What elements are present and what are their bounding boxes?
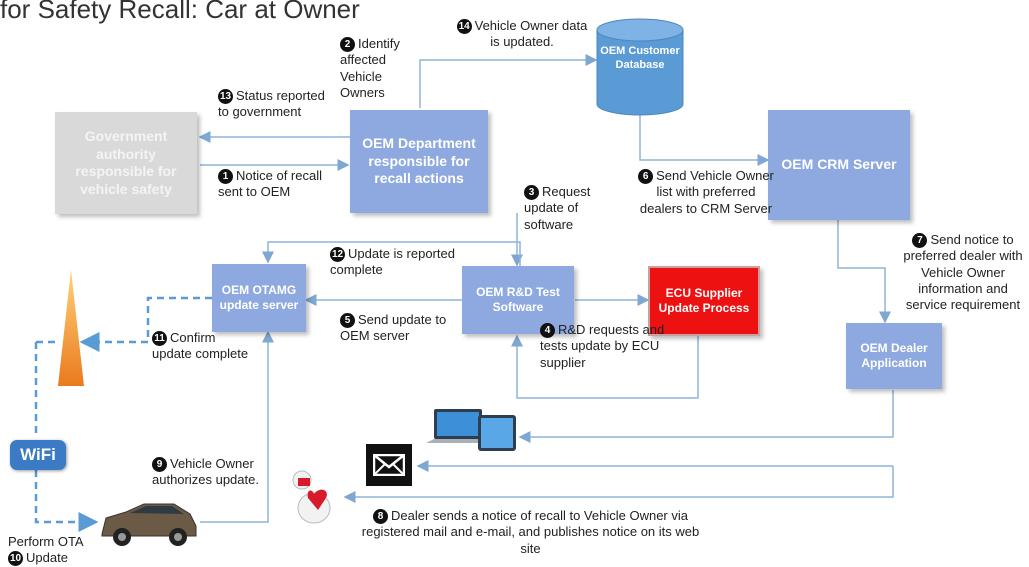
- otamg-box: OEM OTAMG update server: [212, 264, 306, 332]
- laptop-tablet-icon: [420, 405, 520, 455]
- arrow-4: [511, 332, 699, 399]
- step-9-text: Vehicle Owner authorizes update.: [152, 456, 259, 488]
- step-10-text: Update: [26, 550, 68, 566]
- step-2-badge: 2: [340, 37, 355, 53]
- step-12-badge: 12: [330, 247, 345, 263]
- step-4-text: R&D requests and tests update by ECU sup…: [540, 322, 665, 370]
- arrow-2: [419, 54, 598, 108]
- step-11-badge: 11: [152, 331, 167, 347]
- wifi-icon: WiFi: [10, 440, 66, 470]
- perform-ota-text: Perform OTA: [8, 534, 84, 549]
- page-title: for Safety Recall: Car at Owner: [0, 0, 360, 24]
- step-11-text: Confirm update complete: [152, 330, 249, 362]
- arrow-9: [200, 330, 274, 523]
- arrow-10: [34, 470, 99, 532]
- step-5-text: Send update to OEM server: [340, 312, 447, 344]
- step-6-badge: 6: [638, 169, 654, 185]
- step-6-text: Send Vehicle Owner list with preferred d…: [639, 168, 774, 216]
- mail-figure-icon: [290, 468, 342, 526]
- step-9-badge: 9: [152, 457, 167, 473]
- step-1-text: Notice of recall sent to OEM: [218, 168, 322, 200]
- oem-department-box: OEM Department responsible for recall ac…: [350, 110, 488, 213]
- step-3-text: Request update of software: [524, 184, 591, 232]
- step-3-badge: 3: [524, 185, 539, 201]
- arrow-to-devices: [518, 390, 894, 443]
- database-icon: [596, 18, 684, 116]
- step-14-text: Vehicle Owner data is updated.: [474, 18, 588, 50]
- car-icon: [98, 500, 198, 548]
- arrow-7: [837, 220, 891, 324]
- cell-tower-icon: [56, 270, 86, 386]
- step-7-text: Send notice to preferred dealer with Veh…: [903, 232, 1023, 312]
- arrow-11: [79, 296, 212, 352]
- dealer-app-box: OEM Dealer Application: [846, 323, 942, 389]
- government-box: Government authority responsible for veh…: [55, 112, 197, 214]
- oem-database: OEM Customer Database: [595, 18, 685, 118]
- arrow-6: [639, 108, 770, 166]
- step-1-badge: 1: [218, 169, 233, 185]
- step-12-text: Update is reported complete: [330, 246, 455, 278]
- oem-database-label: OEM Customer Database: [600, 45, 680, 72]
- arrow-8: [343, 466, 894, 503]
- step-2-text: Identify affected Vehicle Owners: [340, 36, 400, 100]
- rd-test-box: OEM R&D Test Software: [462, 266, 574, 334]
- step-14-badge: 14: [456, 19, 472, 35]
- oem-crm-box: OEM CRM Server: [768, 110, 910, 220]
- step-13-badge: 13: [218, 89, 233, 105]
- step-5-badge: 5: [340, 313, 355, 329]
- step-4-badge: 4: [540, 323, 555, 339]
- step-13-text: Status reported to government: [218, 88, 325, 120]
- step-8-badge: 8: [373, 509, 388, 525]
- envelope-icon: [366, 444, 412, 486]
- step-8-text: Dealer sends a notice of recall to Vehic…: [361, 508, 700, 556]
- arrow-12: [262, 241, 521, 268]
- step-7-badge: 7: [912, 233, 928, 249]
- ecu-supplier-box: ECU Supplier Update Process: [648, 266, 760, 336]
- step-10-badge: 10: [8, 551, 23, 567]
